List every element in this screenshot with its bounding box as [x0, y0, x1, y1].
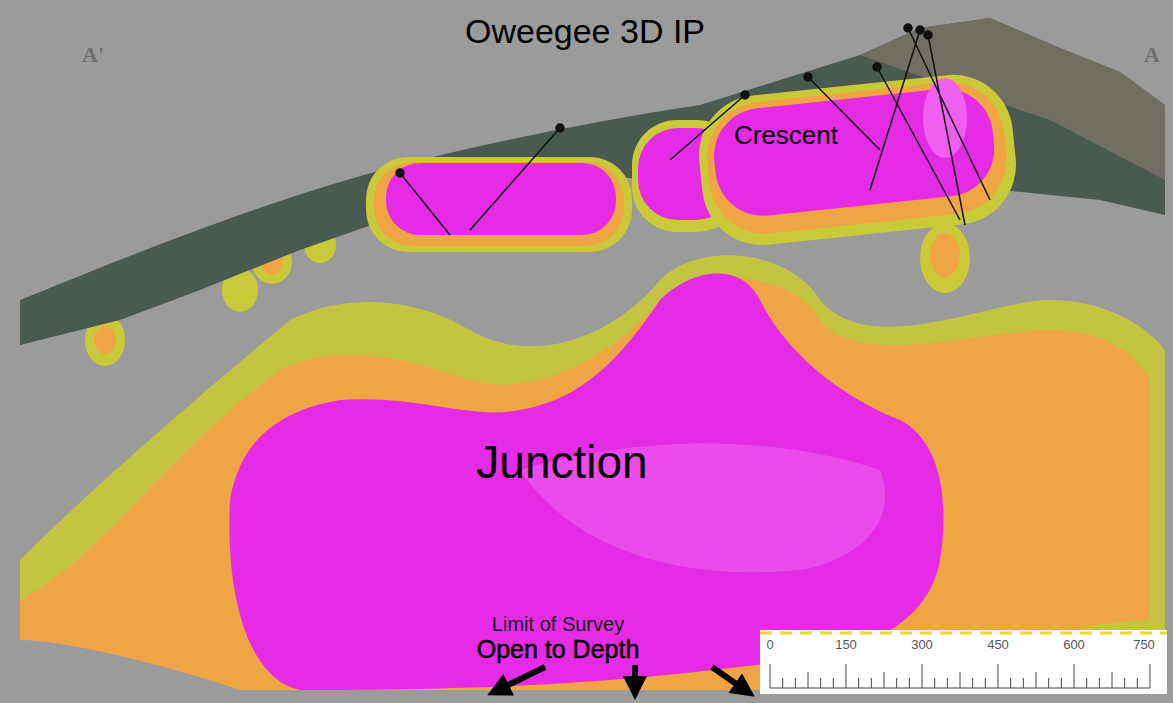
scale-bar — [760, 630, 1167, 694]
scale-tick — [820, 678, 821, 688]
scale-tick — [795, 678, 796, 688]
scale-tick — [934, 678, 935, 688]
scale-tick — [1150, 664, 1151, 688]
scale-tick — [1048, 678, 1049, 688]
scale-number: 600 — [1063, 638, 1085, 652]
section-end-label: A' — [82, 43, 104, 67]
scale-number: 150 — [835, 638, 857, 652]
junction-body — [20, 255, 1165, 690]
scale-tick — [1010, 678, 1011, 688]
section-end-label: A — [1144, 43, 1160, 67]
drill-holes — [396, 24, 990, 235]
scale-tick — [871, 678, 872, 688]
scale-number: 450 — [987, 638, 1009, 652]
scale-number: 750 — [1133, 638, 1155, 652]
scale-tick — [1124, 678, 1125, 688]
depth-arrows — [498, 665, 745, 690]
scale-tick — [1023, 678, 1024, 688]
title: Oweegee 3D IP — [465, 13, 705, 50]
crescent-body — [366, 69, 1022, 252]
scale-tick — [846, 664, 847, 688]
scale-tick — [1086, 678, 1087, 688]
scale-tick — [985, 678, 986, 688]
scale-number: 300 — [911, 638, 933, 652]
scale-tick — [1112, 672, 1113, 688]
scale-baseline — [770, 688, 1150, 689]
scale-tick — [833, 678, 834, 688]
scale-tick — [1137, 678, 1138, 688]
survey-limit-note: Limit of Survey — [492, 613, 624, 635]
scale-tick — [960, 672, 961, 688]
scale-tick — [972, 678, 973, 688]
scale-tick — [884, 672, 885, 688]
terrain-surface — [20, 18, 1165, 345]
scale-tick — [1061, 678, 1062, 688]
zone-label: Crescent — [734, 121, 838, 150]
scale-tick — [1036, 672, 1037, 688]
scale-tick — [770, 664, 771, 688]
depth-note: Open to Depth — [477, 636, 640, 664]
zone-label: Junction — [476, 437, 647, 488]
scale-tick — [782, 678, 783, 688]
scale-tick — [909, 678, 910, 688]
scale-tick — [1074, 664, 1075, 688]
scale-tick — [1099, 678, 1100, 688]
scale-tick — [896, 678, 897, 688]
scale-number: 0 — [766, 638, 773, 652]
scale-tick — [808, 672, 809, 688]
scale-tick — [998, 664, 999, 688]
scale-tick — [922, 664, 923, 688]
scale-tick — [858, 678, 859, 688]
scale-tick — [947, 678, 948, 688]
